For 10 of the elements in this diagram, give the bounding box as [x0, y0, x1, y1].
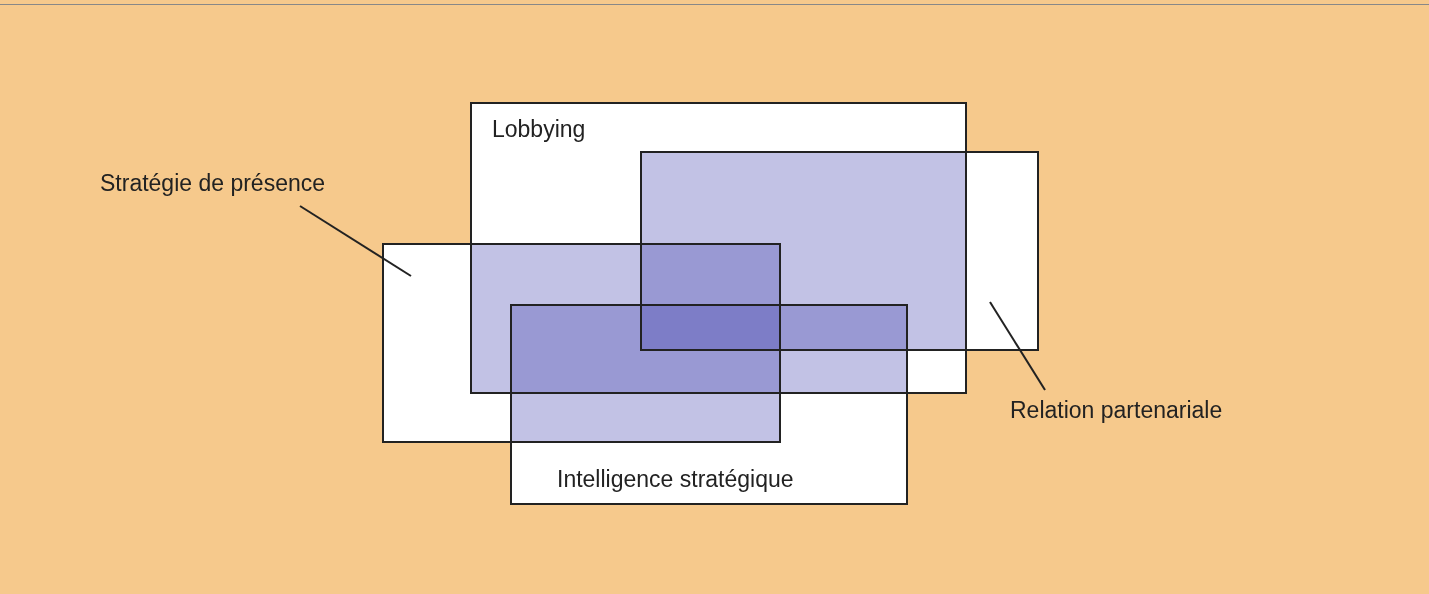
rectangle-title: Intelligence stratégique — [557, 466, 794, 493]
leader-line — [299, 205, 412, 277]
overlap-rectangle — [640, 151, 1039, 351]
callout-label: Stratégie de présence — [100, 170, 326, 197]
rectangle-title: Lobbying — [492, 116, 586, 143]
overlap-rectangle — [470, 102, 967, 394]
leader-line — [989, 301, 1046, 391]
overlap-rectangle — [510, 304, 908, 505]
callout-label: Relation partenariale — [1010, 397, 1223, 424]
overlap-rectangle — [382, 243, 781, 443]
